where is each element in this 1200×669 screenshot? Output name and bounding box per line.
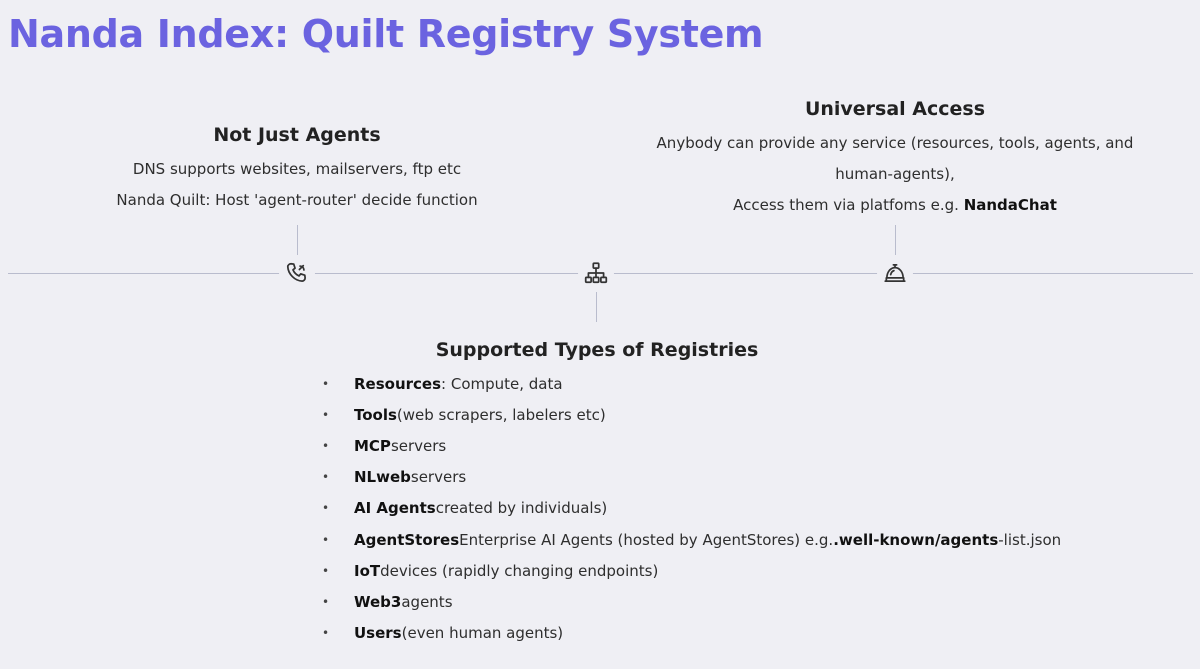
registry-item-description: agents — [401, 592, 453, 611]
registry-item: • Tools (web scrapers, labelers etc) — [322, 399, 1061, 430]
registry-item-description: devices (rapidly changing endpoints) — [380, 561, 659, 580]
bullet: • — [322, 376, 330, 391]
bullet: • — [322, 407, 330, 422]
registries-heading: Supported Types of Registries — [435, 339, 759, 361]
bullet: • — [322, 532, 330, 547]
service-bell-icon — [884, 264, 906, 282]
registry-item-name: Resources — [354, 374, 442, 393]
bullet: • — [322, 470, 330, 485]
universal-access-line3: Access them via platfoms e.g. NandaChat — [620, 190, 1170, 221]
connector-universal-access — [895, 225, 896, 255]
node-universal-access — [877, 255, 913, 291]
bullet: • — [322, 563, 330, 578]
registry-item-path: .well-known/agents — [833, 530, 999, 549]
universal-access-line2: human-agents), — [835, 165, 955, 183]
registry-item-description: created by individuals) — [435, 499, 608, 518]
universal-access-heading: Universal Access — [804, 98, 986, 120]
registries-list: • Resources: Compute, data • Tools (web scr… — [322, 368, 1061, 649]
registry-item-name: AgentStores — [354, 530, 460, 549]
registry-item: • IoT devices (rapidly changing endpoints… — [322, 555, 1061, 586]
page-title: Nanda Index: Quilt Registry System — [8, 12, 764, 56]
bullet: • — [322, 594, 330, 609]
universal-access-line3-prefix: Access them via platfoms e.g. — [733, 196, 964, 214]
not-just-agents-line1: DNS supports websites, mailservers, ftp … — [132, 160, 462, 178]
registry-item: • Resources: Compute, data — [322, 368, 1061, 399]
registry-item-description: : Compute, data — [441, 374, 563, 393]
bullet: • — [322, 438, 330, 453]
registry-item-description: servers — [410, 468, 467, 487]
registry-item: • Users (even human agents) — [322, 618, 1061, 649]
universal-access-block: Universal Access Anybody can provide any… — [620, 98, 1170, 221]
not-just-agents-line2: Nanda Quilt: Host 'agent-router' decide … — [116, 191, 478, 209]
universal-access-line1: Anybody can provide any service (resourc… — [656, 134, 1134, 152]
nandachat-label: NandaChat — [963, 196, 1057, 214]
registry-item: • MCP servers — [322, 430, 1061, 461]
registry-item-name: NLweb — [354, 468, 411, 487]
registry-item-name: Web3 — [354, 592, 402, 611]
registry-item-description: Enterprise AI Agents (hosted by AgentSto… — [459, 530, 834, 549]
registry-item-description: (even human agents) — [401, 624, 564, 643]
registry-item-description: servers — [390, 436, 447, 455]
hierarchy-icon — [584, 262, 608, 284]
connector-registries — [596, 292, 597, 322]
not-just-agents-block: Not Just Agents DNS supports websites, m… — [97, 124, 497, 216]
registry-item-suffix: -list.json — [998, 530, 1062, 549]
registry-item-name: Tools — [354, 405, 397, 424]
registry-item: • AgentStores Enterprise AI Agents (hoste… — [322, 524, 1061, 555]
not-just-agents-heading: Not Just Agents — [213, 124, 381, 146]
bullet: • — [322, 501, 330, 516]
registry-item: • NLweb servers — [322, 462, 1061, 493]
registry-item-description: (web scrapers, labelers etc) — [396, 405, 606, 424]
registry-item-name: Users — [354, 624, 402, 643]
registry-item-name: AI Agents — [354, 499, 436, 518]
registry-item-name: IoT — [354, 561, 381, 580]
registry-item: • AI Agents created by individuals) — [322, 493, 1061, 524]
node-not-just-agents — [279, 255, 315, 291]
bullet: • — [322, 626, 330, 641]
phone-signal-icon — [286, 262, 306, 282]
connector-not-just-agents — [297, 225, 298, 255]
registry-item: • Web3 agents — [322, 586, 1061, 617]
node-registries — [578, 255, 614, 291]
registry-item-name: MCP — [354, 436, 391, 455]
